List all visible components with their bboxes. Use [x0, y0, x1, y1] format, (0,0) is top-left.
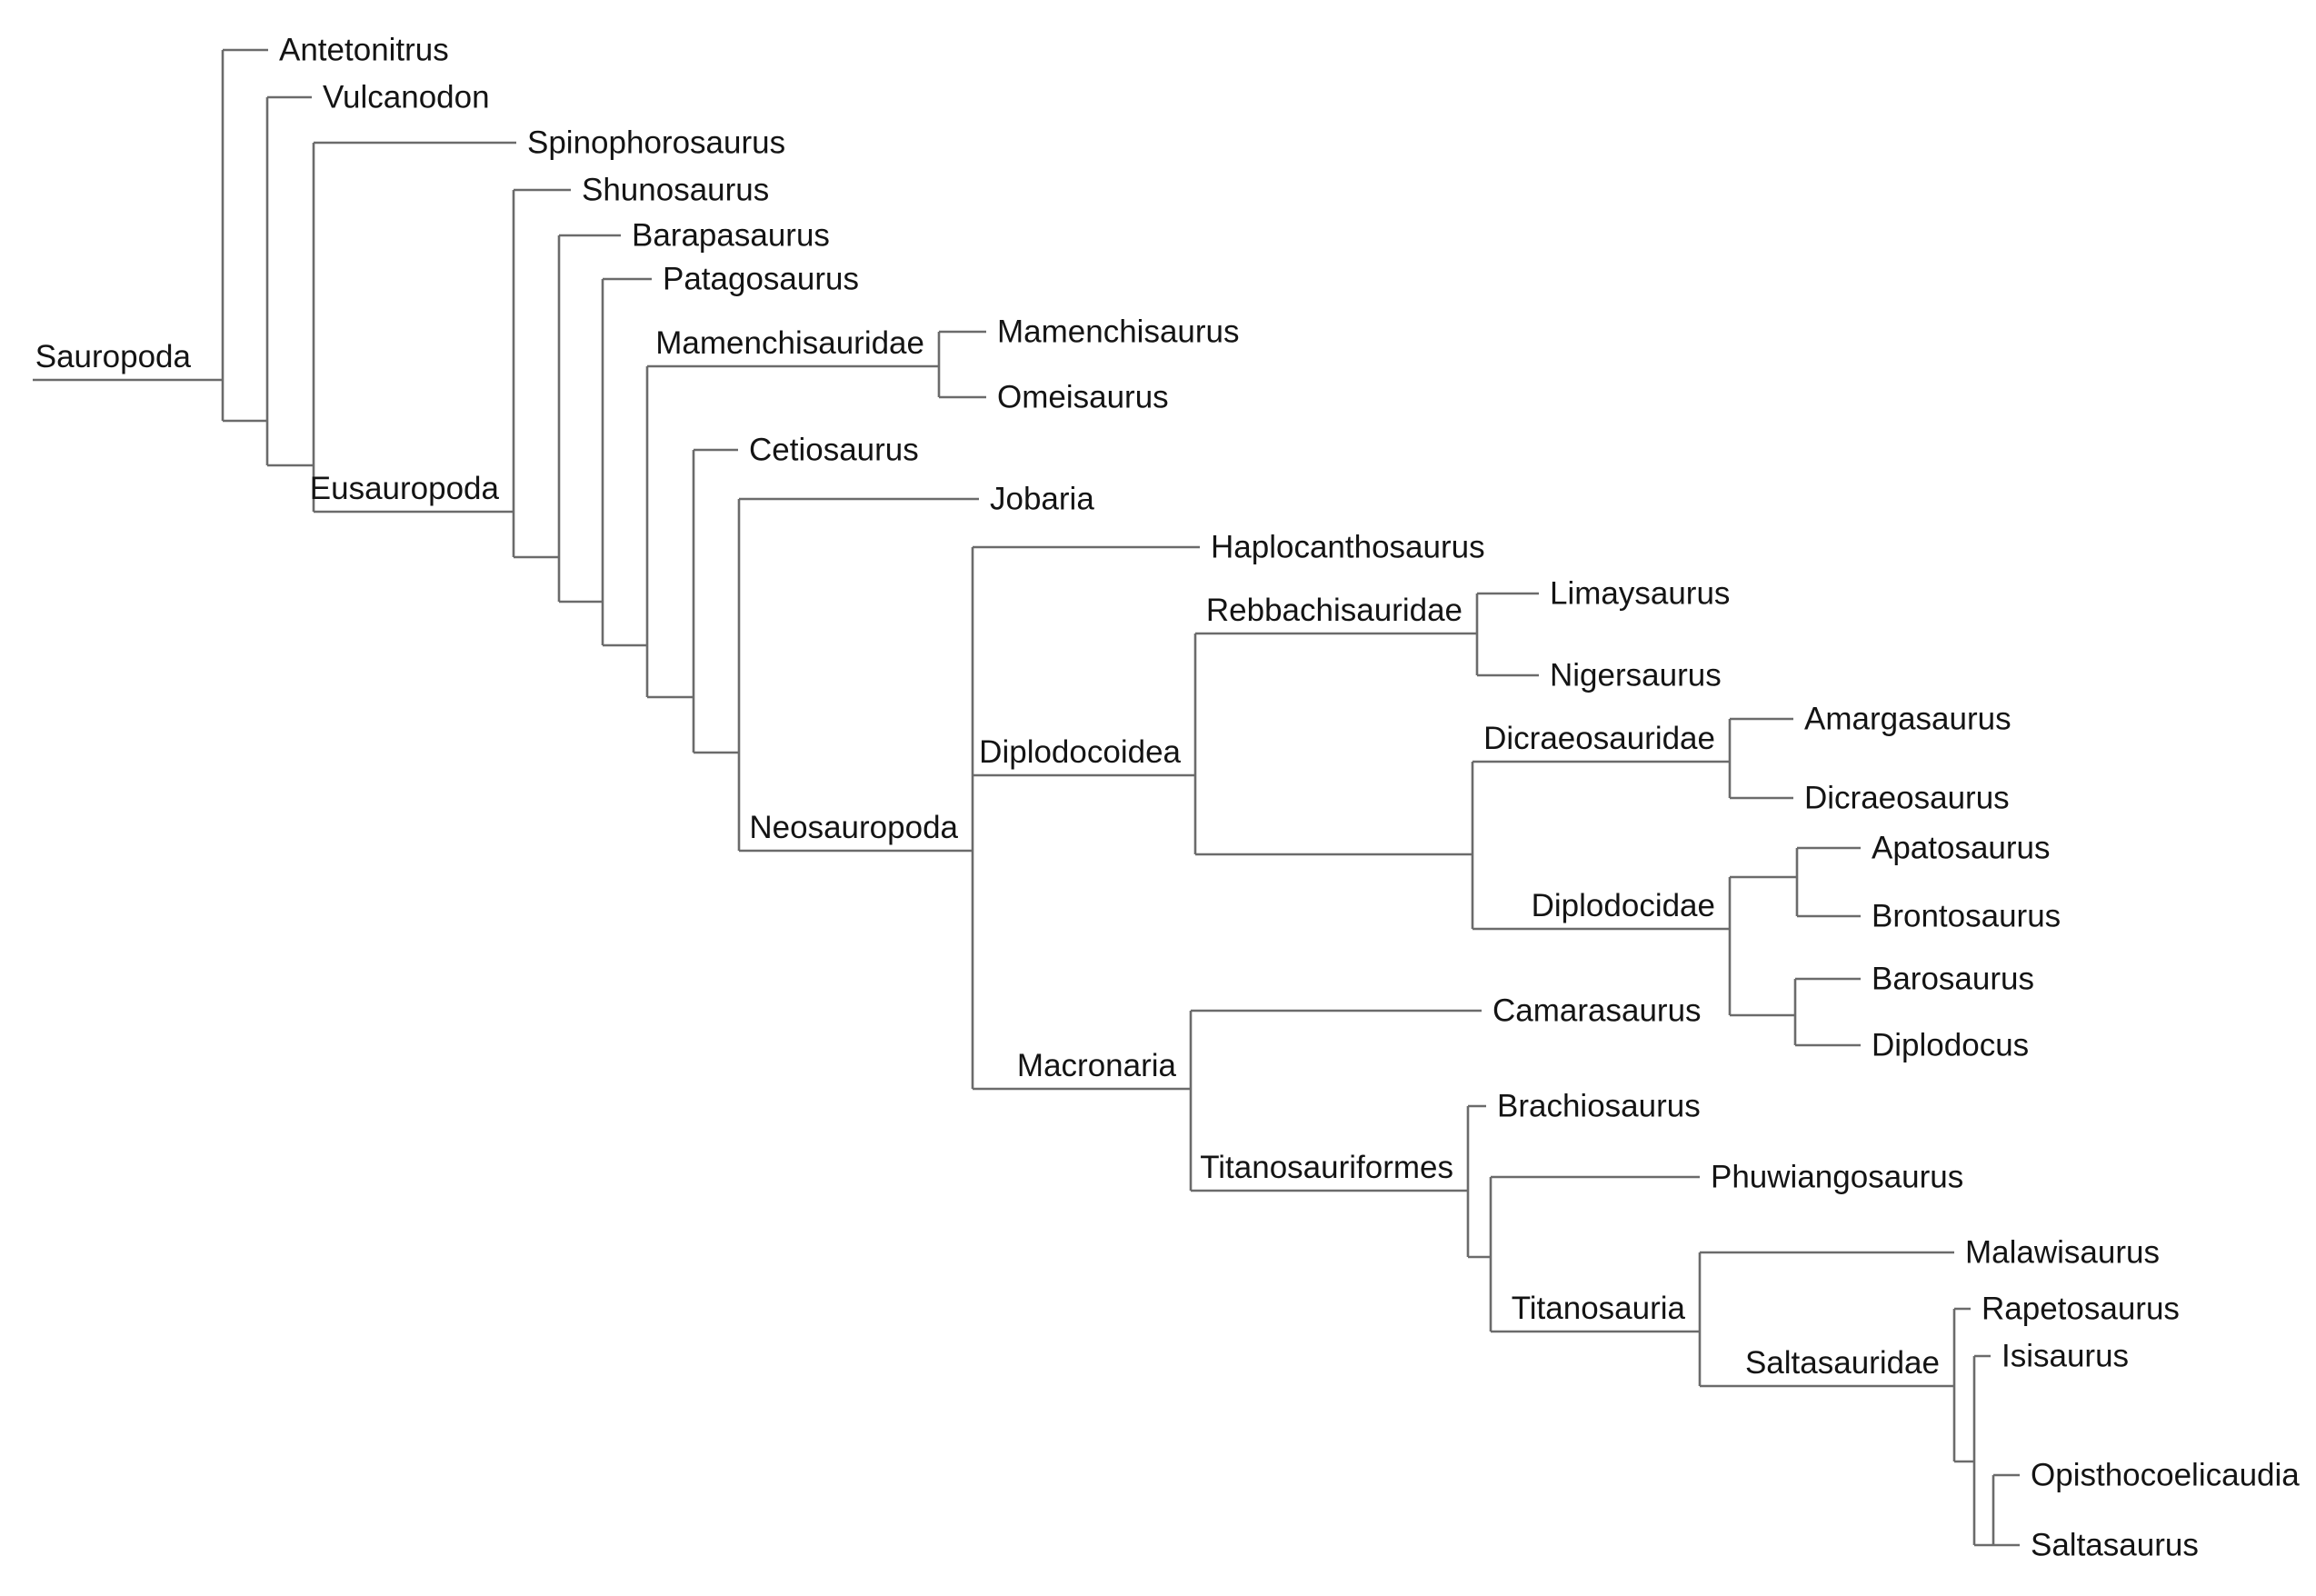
clade-label-neosauropoda: Neosauropoda: [749, 810, 958, 845]
taxon-label-barosaurus: Barosaurus: [1872, 962, 2034, 997]
clade-label-diplodocoidea: Diplodocoidea: [979, 734, 1181, 770]
clade-label-rebbachisauridae: Rebbachisauridae: [1206, 593, 1462, 628]
clade-label-dicraeosauridae: Dicraeosauridae: [1483, 721, 1715, 756]
clade-label-mamenchisauridae: Mamenchisauridae: [655, 325, 924, 361]
taxon-label-patagosaurus: Patagosaurus: [663, 262, 859, 297]
taxon-label-apatosaurus: Apatosaurus: [1872, 831, 2051, 866]
taxon-label-nigersaurus: Nigersaurus: [1550, 658, 1722, 693]
taxon-label-camarasaurus: Camarasaurus: [1492, 993, 1702, 1029]
taxon-label-haplocanthosaurus: Haplocanthosaurus: [1211, 530, 1485, 565]
taxon-label-mamenchisaurus: Mamenchisaurus: [997, 314, 1240, 350]
taxon-label-saltasaurus: Saltasaurus: [2031, 1528, 2199, 1563]
clade-label-saltasauridae: Saltasauridae: [1745, 1345, 1940, 1381]
clade-label-titanosauria: Titanosauria: [1512, 1291, 1686, 1326]
taxon-label-brachiosaurus: Brachiosaurus: [1497, 1089, 1701, 1124]
taxon-label-phuwiangosaurus: Phuwiangosaurus: [1711, 1160, 1963, 1195]
taxon-label-omeisaurus: Omeisaurus: [997, 380, 1169, 415]
taxon-label-vulcanodon: Vulcanodon: [323, 80, 490, 115]
taxon-label-opisthocoelicaudia: Opisthocoelicaudia: [2031, 1458, 2300, 1493]
clade-label-eusauropoda: Eusauropoda: [310, 471, 500, 506]
taxon-label-isisaurus: Isisaurus: [2002, 1339, 2129, 1374]
taxon-label-brontosaurus: Brontosaurus: [1872, 899, 2061, 934]
clade-label-diplodocidae: Diplodocidae: [1532, 888, 1715, 923]
taxon-label-rapetosaurus: Rapetosaurus: [1982, 1292, 2180, 1327]
taxon-label-barapasaurus: Barapasaurus: [632, 218, 830, 254]
taxon-label-amargasaurus: Amargasaurus: [1804, 702, 2012, 737]
clade-label-titanosauriformes: Titanosauriformes: [1200, 1150, 1453, 1185]
taxon-label-cetiosaurus: Cetiosaurus: [749, 433, 919, 468]
taxon-label-dicraeosaurus: Dicraeosaurus: [1804, 781, 2010, 816]
taxon-label-antetonitrus: Antetonitrus: [279, 33, 449, 68]
taxon-label-shunosaurus: Shunosaurus: [582, 173, 769, 208]
taxon-label-spinophorosaurus: Spinophorosaurus: [527, 125, 785, 161]
clade-label-macronaria: Macronaria: [1017, 1048, 1177, 1083]
taxon-label-limaysaurus: Limaysaurus: [1550, 576, 1730, 612]
taxon-label-diplodocus: Diplodocus: [1872, 1028, 2029, 1063]
clade-label-sauropoda: Sauropoda: [35, 339, 192, 374]
taxon-label-jobaria: Jobaria: [990, 482, 1094, 517]
taxon-label-malawisaurus: Malawisaurus: [1965, 1235, 2160, 1271]
